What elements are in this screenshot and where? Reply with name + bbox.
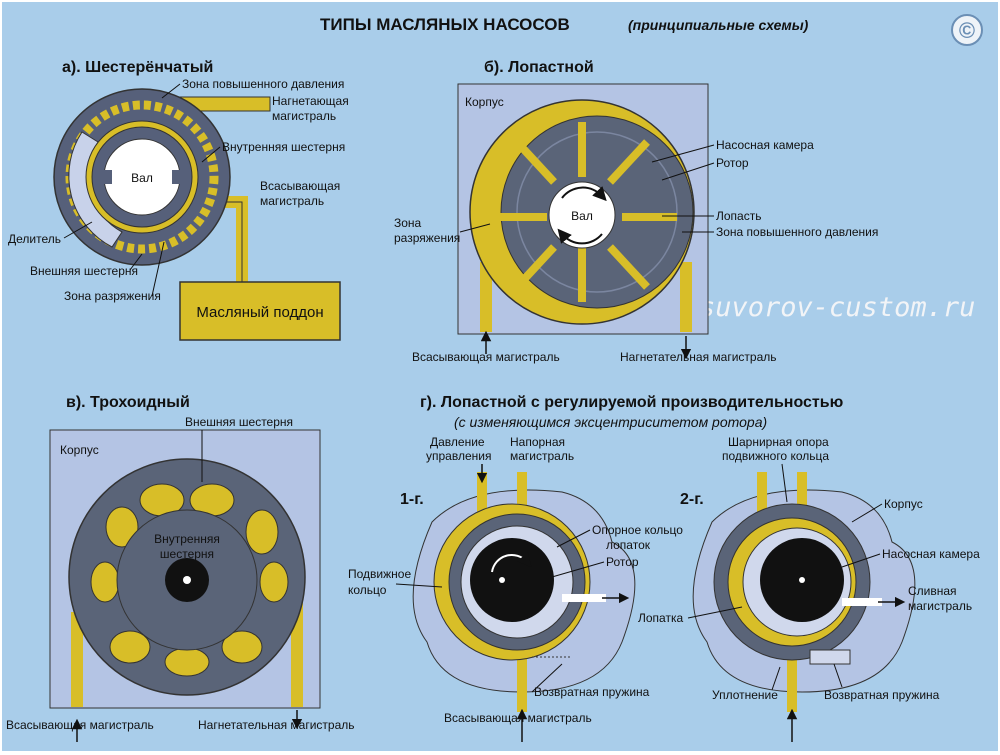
- label-suction-b: Всасывающая магистраль: [412, 350, 560, 364]
- label-support-ring-1: Опорное кольцо: [592, 523, 683, 537]
- label-low-pressure-b1: Зона: [394, 216, 422, 230]
- copyright-badge: ©: [951, 14, 983, 46]
- label-high-pressure-b: Зона повышенного давления: [716, 225, 878, 239]
- copyright-icon: ©: [959, 18, 975, 43]
- panel-d-heading: г). Лопастной с регулируемой производите…: [420, 394, 844, 411]
- oil-pockets: [90, 483, 289, 677]
- trochoid-housing-label: Корпус: [60, 443, 99, 457]
- label-drain-2: магистраль: [908, 599, 972, 613]
- label-inner-gear: Внутренняя шестерня: [222, 140, 345, 154]
- panel-c-heading: в). Трохоидный: [66, 394, 190, 411]
- label-rotor: Ротор: [716, 156, 749, 170]
- shaft-label: Вал: [131, 171, 153, 185]
- label-movable-ring-2: кольцо: [348, 583, 387, 597]
- panel-variable-vane-pump: г). Лопастной с регулируемой производите…: [348, 394, 980, 742]
- label-hinge-1: Шарнирная опора: [728, 435, 829, 449]
- panel-a-heading: а). Шестерёнчатый: [62, 59, 213, 76]
- label-drain-1: Сливная: [908, 584, 957, 598]
- main-subtitle: (принципиальные схемы): [628, 17, 809, 33]
- return-spring-2: [809, 649, 851, 665]
- oil-pan: [179, 281, 341, 341]
- variant-2-label: 2-г.: [680, 491, 704, 508]
- label-inner-gear-c1: Внутренняя: [154, 532, 220, 546]
- label-discharge-1: Нагнетающая: [272, 94, 349, 108]
- label-support-ring-2: лопаток: [606, 538, 651, 552]
- vane-housing-label: Корпус: [465, 95, 504, 109]
- label-suction-2: магистраль: [260, 194, 324, 208]
- label-vane: Лопасть: [716, 209, 761, 223]
- label-pump-chamber-d: Насосная камера: [882, 547, 980, 561]
- watermark: suvorov-custom.ru: [699, 292, 975, 323]
- variant-1-rotor: [470, 538, 554, 622]
- variant-1-label: 1-г.: [400, 491, 424, 508]
- label-suction-c: Всасывающая магистраль: [6, 718, 154, 732]
- label-low-pressure-b2: разряжения: [394, 231, 460, 245]
- label-pressure-line-1: Напорная: [510, 435, 565, 449]
- label-discharge-b: Нагнетательная магистраль: [620, 350, 777, 364]
- label-seal: Уплотнение: [712, 688, 778, 702]
- label-discharge-2: магистраль: [272, 109, 336, 123]
- label-suction-1: Всасывающая: [260, 179, 340, 193]
- label-movable-ring-1: Подвижное: [348, 567, 411, 581]
- vanes: [492, 122, 677, 302]
- label-discharge-c: Нагнетательная магистраль: [198, 718, 355, 732]
- label-low-pressure: Зона разряжения: [64, 289, 161, 303]
- panel-gear-pump: а). Шестерёнчатый Масляный поддон Вал Зо…: [8, 59, 349, 341]
- vane-shaft-label: Вал: [571, 209, 593, 223]
- label-pressure-line-2: магистраль: [510, 449, 574, 463]
- label-housing-d: Корпус: [884, 497, 923, 511]
- oil-pan-label: Масляный поддон: [196, 304, 323, 321]
- panel-b-heading: б). Лопастной: [484, 59, 594, 76]
- label-pump-chamber: Насосная камера: [716, 138, 814, 152]
- label-return-spring-2: Возвратная пружина: [824, 688, 940, 702]
- label-rotor-d: Ротор: [606, 555, 639, 569]
- label-control-pressure-1: Давление: [430, 435, 485, 449]
- label-high-pressure: Зона повышенного давления: [182, 77, 344, 91]
- label-divider: Делитель: [8, 232, 61, 246]
- label-hinge-2: подвижного кольца: [722, 449, 829, 463]
- panel-vane-pump: б). Лопастной Корпус Вал Насосная камера…: [394, 59, 878, 364]
- label-outer-gear: Внешняя шестерня: [30, 264, 138, 278]
- main-title: ТИПЫ МАСЛЯНЫХ НАСОСОВ: [320, 15, 570, 34]
- panel-trochoid-pump: в). Трохоидный Корпус Внутренняя шестерн…: [6, 394, 355, 742]
- label-suction-d: Всасывающая магистраль: [444, 711, 592, 725]
- label-outer-gear-c: Внешняя шестерня: [185, 415, 293, 429]
- label-control-pressure-2: управления: [426, 449, 491, 463]
- label-vane-d: Лопатка: [638, 611, 683, 625]
- label-inner-gear-c2: шестерня: [160, 547, 214, 561]
- label-return-spring: Возвратная пружина: [534, 685, 650, 699]
- panel-d-subheading: (с изменяющимся эксцентриситетом ротора): [454, 414, 767, 430]
